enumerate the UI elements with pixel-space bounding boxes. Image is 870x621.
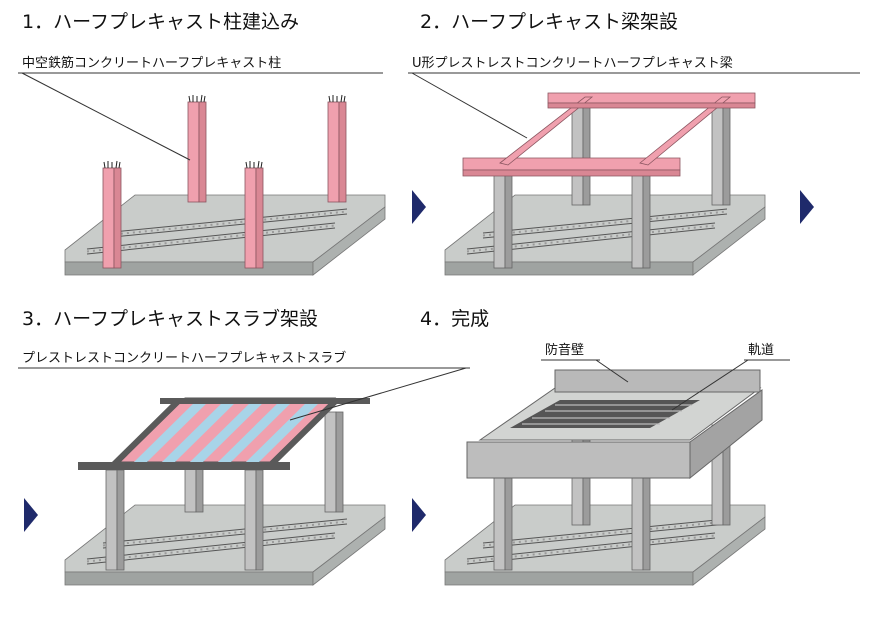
step3-title: 3．ハーフプレキャストスラブ架設 bbox=[22, 307, 318, 330]
step4-callout-track: 軌道 bbox=[748, 342, 774, 358]
arrow-2-to-3 bbox=[800, 190, 814, 224]
step2-title: 2．ハーフプレキャスト梁架設 bbox=[420, 11, 678, 33]
arrow-1-to-2 bbox=[412, 190, 426, 224]
panel-step3: プレストレストコンクリートハーフプレキャストスラブ bbox=[18, 350, 470, 586]
step4-title: 4．完成 bbox=[420, 308, 489, 330]
step3-callout: プレストレストコンクリートハーフプレキャストスラブ bbox=[22, 350, 346, 366]
step1-title: 1．ハーフプレキャスト柱建込み bbox=[22, 11, 299, 33]
arrow-3-to-4 bbox=[412, 498, 426, 532]
step1-callout: 中空鉄筋コンクリートハーフプレキャスト柱 bbox=[22, 55, 281, 71]
panel-step1: 中空鉄筋コンクリートハーフプレキャスト柱 bbox=[18, 55, 386, 276]
step4-callout-soundwall: 防音壁 bbox=[545, 342, 584, 358]
arrow-into-3 bbox=[24, 498, 38, 532]
panel-step4: 防音壁 軌道 bbox=[444, 342, 790, 586]
panel-step2: U形プレストレストコンクリートハーフプレキャスト梁 bbox=[408, 56, 860, 276]
step2-callout: U形プレストレストコンクリートハーフプレキャスト梁 bbox=[412, 56, 733, 71]
